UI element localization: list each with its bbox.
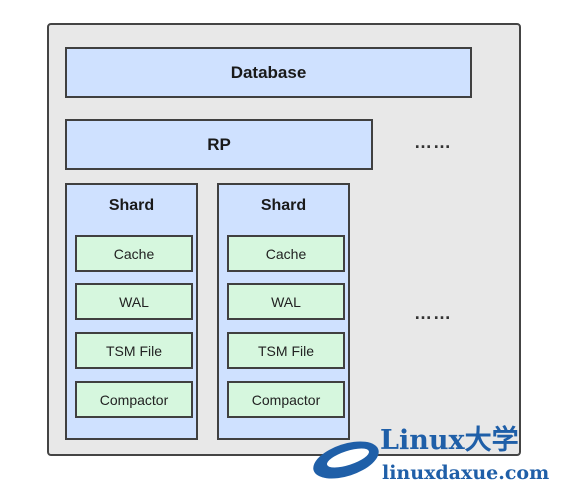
shard-box-1: Shard Cache WAL TSM File Compactor <box>65 183 198 440</box>
component-tsm-file: TSM File <box>75 332 193 369</box>
ellipsis-top: …… <box>414 132 452 152</box>
shard-box-2: Shard Cache WAL TSM File Compactor <box>217 183 350 440</box>
rp-box: RP <box>65 119 373 170</box>
database-label: Database <box>230 62 307 82</box>
ellipsis-mid: …… <box>414 303 452 323</box>
component-compactor: Compactor <box>227 381 345 418</box>
shard-title: Shard <box>108 197 155 214</box>
rp-label: RP <box>207 134 231 154</box>
watermark-brand: Linux大学 <box>380 425 519 456</box>
shard-title: Shard <box>260 197 307 214</box>
component-cache: Cache <box>75 235 193 272</box>
watermark-site: linuxdaxue.com <box>382 462 550 484</box>
component-wal: WAL <box>75 283 193 320</box>
component-wal: WAL <box>227 283 345 320</box>
watermark-logo-icon <box>306 428 386 488</box>
component-compactor: Compactor <box>75 381 193 418</box>
component-tsm-file: TSM File <box>227 332 345 369</box>
component-cache: Cache <box>227 235 345 272</box>
database-box: Database <box>65 47 472 98</box>
